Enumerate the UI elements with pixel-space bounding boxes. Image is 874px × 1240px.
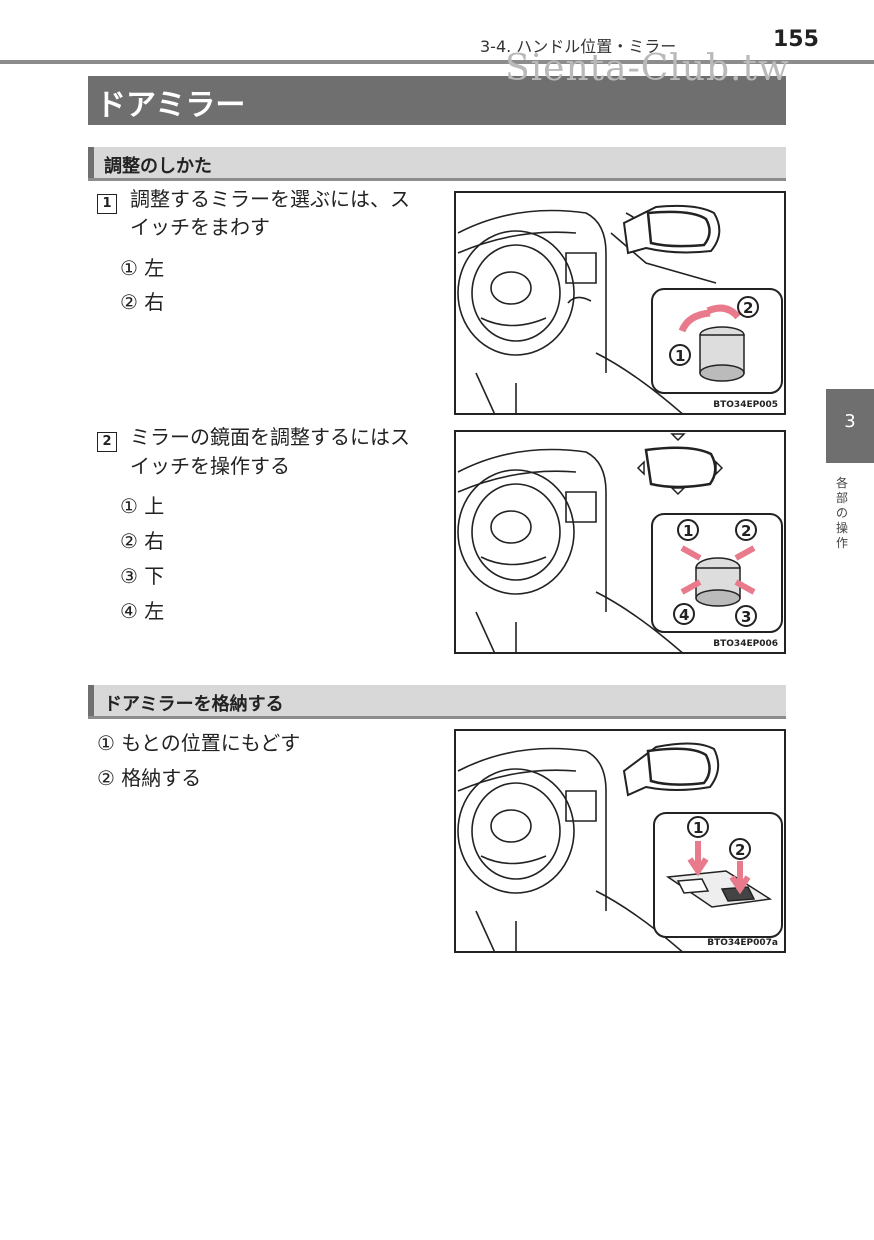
list-item-text: 下 — [144, 564, 165, 588]
section-heading-retract: ドアミラーを格納する — [88, 685, 786, 719]
section-heading-adjust: 調整のしかた — [88, 147, 786, 181]
switch-knob-icon — [699, 326, 745, 382]
callout-number-3 — [735, 605, 757, 627]
figure-mirror-retract: 1 2 BTO34EP007a — [454, 729, 786, 953]
circled-number: ② — [120, 529, 138, 553]
callout-label: 2 — [743, 299, 753, 317]
list-item: ② 右 — [120, 286, 164, 315]
callout-number-4 — [673, 603, 695, 625]
arrow-down-left-icon — [680, 579, 702, 595]
header-rule — [0, 60, 874, 64]
dashboard-illustration: 1 2 3 4 — [457, 433, 783, 652]
list-item-text: 格納する — [121, 766, 202, 790]
list-item-text: 左 — [144, 256, 165, 280]
callout-label: 2 — [741, 522, 751, 540]
list-item-text: 右 — [144, 529, 165, 553]
figure-code: BTO34EP007a — [707, 938, 778, 948]
chapter-number: 3 — [844, 411, 856, 432]
step-text-line: 調整するミラーを選ぶには、ス — [130, 187, 410, 211]
callout-number-2 — [735, 519, 757, 541]
page-number: 155 — [773, 27, 819, 52]
list-item: ① もとの位置にもどす — [97, 727, 300, 756]
arrow-down-icon — [687, 841, 709, 877]
switch-knob-icon — [695, 557, 741, 607]
circled-number: ① — [97, 731, 115, 755]
circled-number: ③ — [120, 564, 138, 588]
section-heading-text: ドアミラーを格納する — [104, 694, 284, 715]
list-item: ③ 下 — [120, 560, 164, 589]
arrow-down-right-icon — [734, 579, 756, 595]
side-mirror-icon — [622, 204, 721, 255]
page-title: ドアミラー — [96, 88, 246, 123]
callout-label: 3 — [741, 608, 751, 626]
dashboard-illustration: 1 2 — [457, 204, 783, 413]
circled-number: ② — [97, 766, 115, 790]
step-text-line: イッチをまわす — [130, 215, 270, 239]
callout-number-1 — [687, 816, 709, 838]
figure-mirror-adjust: 1 2 3 4 BTO34EP006 — [454, 430, 786, 654]
callout-label: 1 — [693, 819, 703, 837]
step-text-line: ミラーの鏡面を調整するにはス — [130, 425, 410, 449]
step-number-box: 2 — [97, 432, 117, 452]
title-bar — [88, 76, 786, 125]
callout-number-1 — [677, 519, 699, 541]
list-item: ② 格納する — [97, 762, 201, 791]
arrow-down-icon — [729, 861, 751, 895]
callout-label: 1 — [683, 522, 693, 540]
callout-label: 2 — [735, 841, 745, 859]
step-text-line: イッチを操作する — [130, 454, 290, 478]
circled-number: ④ — [120, 599, 138, 623]
list-item-text: もとの位置にもどす — [121, 731, 301, 755]
section-path: 3-4. ハンドル位置・ミラー — [480, 37, 677, 56]
callout-label: 4 — [679, 606, 689, 624]
arrow-up-left-icon — [680, 545, 702, 561]
arrow-left-icon — [678, 309, 711, 333]
list-item: ① 左 — [120, 252, 164, 281]
figure-code: BTO34EP005 — [713, 400, 778, 410]
dashboard-illustration: 1 2 — [457, 742, 783, 951]
callout-number-1 — [669, 344, 691, 366]
circled-number: ① — [120, 494, 138, 518]
watermark: Sienta-Club.tw — [505, 48, 790, 89]
figure-mirror-select: 1 2 BTO34EP005 — [454, 191, 786, 415]
section-heading-text: 調整のしかた — [104, 156, 212, 177]
list-item-text: 右 — [144, 290, 165, 314]
list-item: ① 上 — [120, 490, 164, 519]
list-item-text: 上 — [144, 494, 165, 518]
list-item: ② 右 — [120, 525, 164, 554]
side-mirror-icon — [622, 742, 720, 797]
callout-label: 1 — [675, 347, 685, 365]
arrow-up-right-icon — [734, 545, 756, 561]
circled-number: ② — [120, 290, 138, 314]
list-item: ④ 左 — [120, 595, 164, 624]
figure-code: BTO34EP006 — [713, 639, 778, 649]
side-mirror-icon — [636, 433, 724, 496]
callout-number-2 — [729, 838, 751, 860]
chapter-tab[interactable]: 3 — [826, 389, 874, 463]
retract-switch-icon — [665, 870, 773, 908]
list-item-text: 左 — [144, 599, 165, 623]
callout-number-2 — [737, 296, 759, 318]
arrow-right-icon — [706, 304, 741, 320]
step-number-box: 1 — [97, 194, 117, 214]
chapter-label: 各部の操作 — [836, 476, 849, 550]
circled-number: ① — [120, 256, 138, 280]
